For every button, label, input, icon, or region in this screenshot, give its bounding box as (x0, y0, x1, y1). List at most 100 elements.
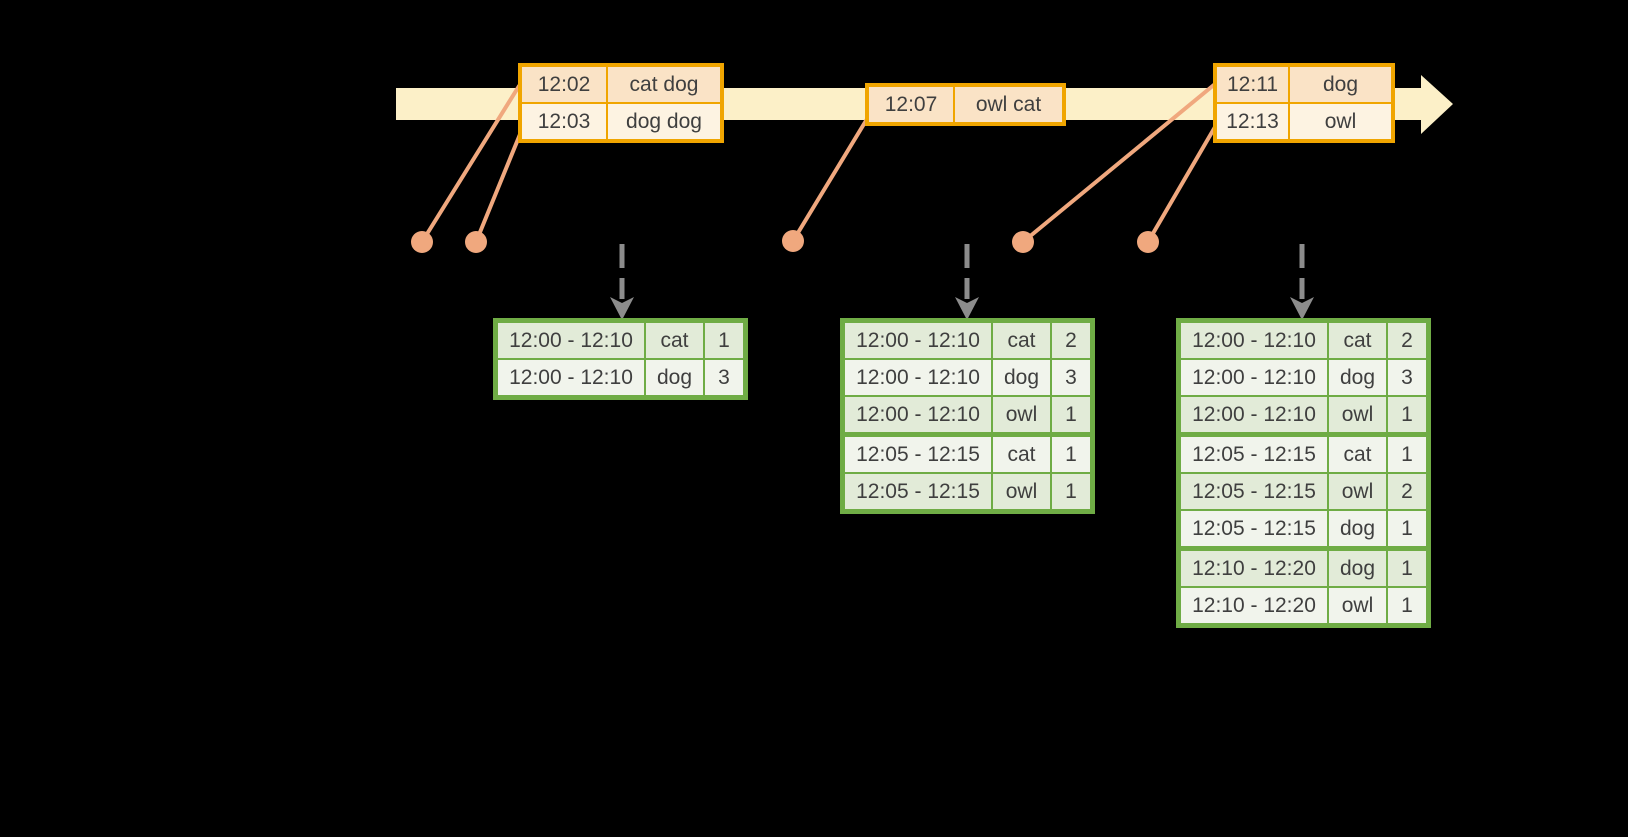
cell-count: 1 (1386, 509, 1430, 550)
trigger-arrow (955, 244, 979, 320)
event-dot (1012, 231, 1034, 253)
cell-count: 3 (1050, 358, 1094, 397)
cell-word: cat (644, 319, 705, 360)
cell-count: 1 (1386, 432, 1430, 474)
event-dot (782, 230, 804, 252)
cell-window: 12:00 - 12:10 (1177, 358, 1329, 397)
cell-window: 12:00 - 12:10 (494, 319, 646, 360)
cell-window: 12:00 - 12:10 (841, 319, 993, 360)
event-leader-line (1146, 125, 1217, 244)
cell-window: 12:05 - 12:15 (1177, 509, 1329, 550)
cell-word: dog (991, 358, 1052, 397)
trigger-arrow (610, 244, 634, 320)
cell-window: 12:05 - 12:15 (841, 432, 993, 474)
cell-count: 2 (1386, 472, 1430, 511)
cell-window: 12:00 - 12:10 (1177, 395, 1329, 436)
down-arrowhead-icon (1290, 297, 1314, 320)
cell-words: owl cat (953, 84, 1065, 125)
cell-window: 12:00 - 12:10 (841, 395, 993, 436)
trigger-arrow (1290, 244, 1314, 320)
cell-window: 12:00 - 12:10 (494, 358, 646, 399)
cell-count: 1 (703, 319, 747, 360)
cell-word: cat (1327, 432, 1388, 474)
cell-count: 1 (1050, 432, 1094, 474)
cell-time: 12:03 (519, 102, 608, 142)
cell-window: 12:05 - 12:15 (1177, 432, 1329, 474)
down-arrowhead-icon (955, 297, 979, 320)
cell-count: 3 (1386, 358, 1430, 397)
cell-window: 12:10 - 12:20 (1177, 546, 1329, 588)
cell-count: 3 (703, 358, 747, 399)
cell-word: cat (1327, 319, 1388, 360)
cell-word: dog (644, 358, 705, 399)
cell-words: cat dog (606, 64, 723, 104)
cell-window: 12:05 - 12:15 (841, 472, 993, 513)
event-leader-line (1021, 82, 1217, 244)
cell-count: 1 (1386, 395, 1430, 436)
cell-word: dog (1327, 546, 1388, 588)
cell-words: dog (1288, 64, 1394, 104)
event-leader-line (474, 125, 525, 244)
cell-word: dog (1327, 509, 1388, 550)
cell-time: 12:02 (519, 64, 608, 104)
cell-time: 12:13 (1214, 102, 1290, 142)
cell-word: cat (991, 432, 1052, 474)
cell-words: dog dog (606, 102, 723, 142)
cell-count: 1 (1386, 586, 1430, 627)
event-leader-line (420, 84, 521, 244)
event-dot (411, 231, 433, 253)
cell-count: 2 (1386, 319, 1430, 360)
cell-count: 2 (1050, 319, 1094, 360)
event-dot (1137, 231, 1159, 253)
cell-window: 12:00 - 12:10 (1177, 319, 1329, 360)
cell-time: 12:11 (1214, 64, 1290, 104)
cell-window: 12:05 - 12:15 (1177, 472, 1329, 511)
cell-window: 12:00 - 12:10 (841, 358, 993, 397)
event-dot (465, 231, 487, 253)
cell-window: 12:10 - 12:20 (1177, 586, 1329, 627)
cell-word: owl (1327, 395, 1388, 436)
cell-word: dog (1327, 358, 1388, 397)
cell-count: 1 (1050, 472, 1094, 513)
cell-count: 1 (1050, 395, 1094, 436)
cell-word: cat (991, 319, 1052, 360)
cell-word: owl (1327, 472, 1388, 511)
down-arrowhead-icon (610, 297, 634, 320)
cell-word: owl (991, 395, 1052, 436)
cell-word: owl (1327, 586, 1388, 627)
cell-word: owl (991, 472, 1052, 513)
event-leader-line (791, 117, 869, 243)
timeline-arrowhead-icon (1421, 75, 1453, 134)
cell-words: owl (1288, 102, 1394, 142)
